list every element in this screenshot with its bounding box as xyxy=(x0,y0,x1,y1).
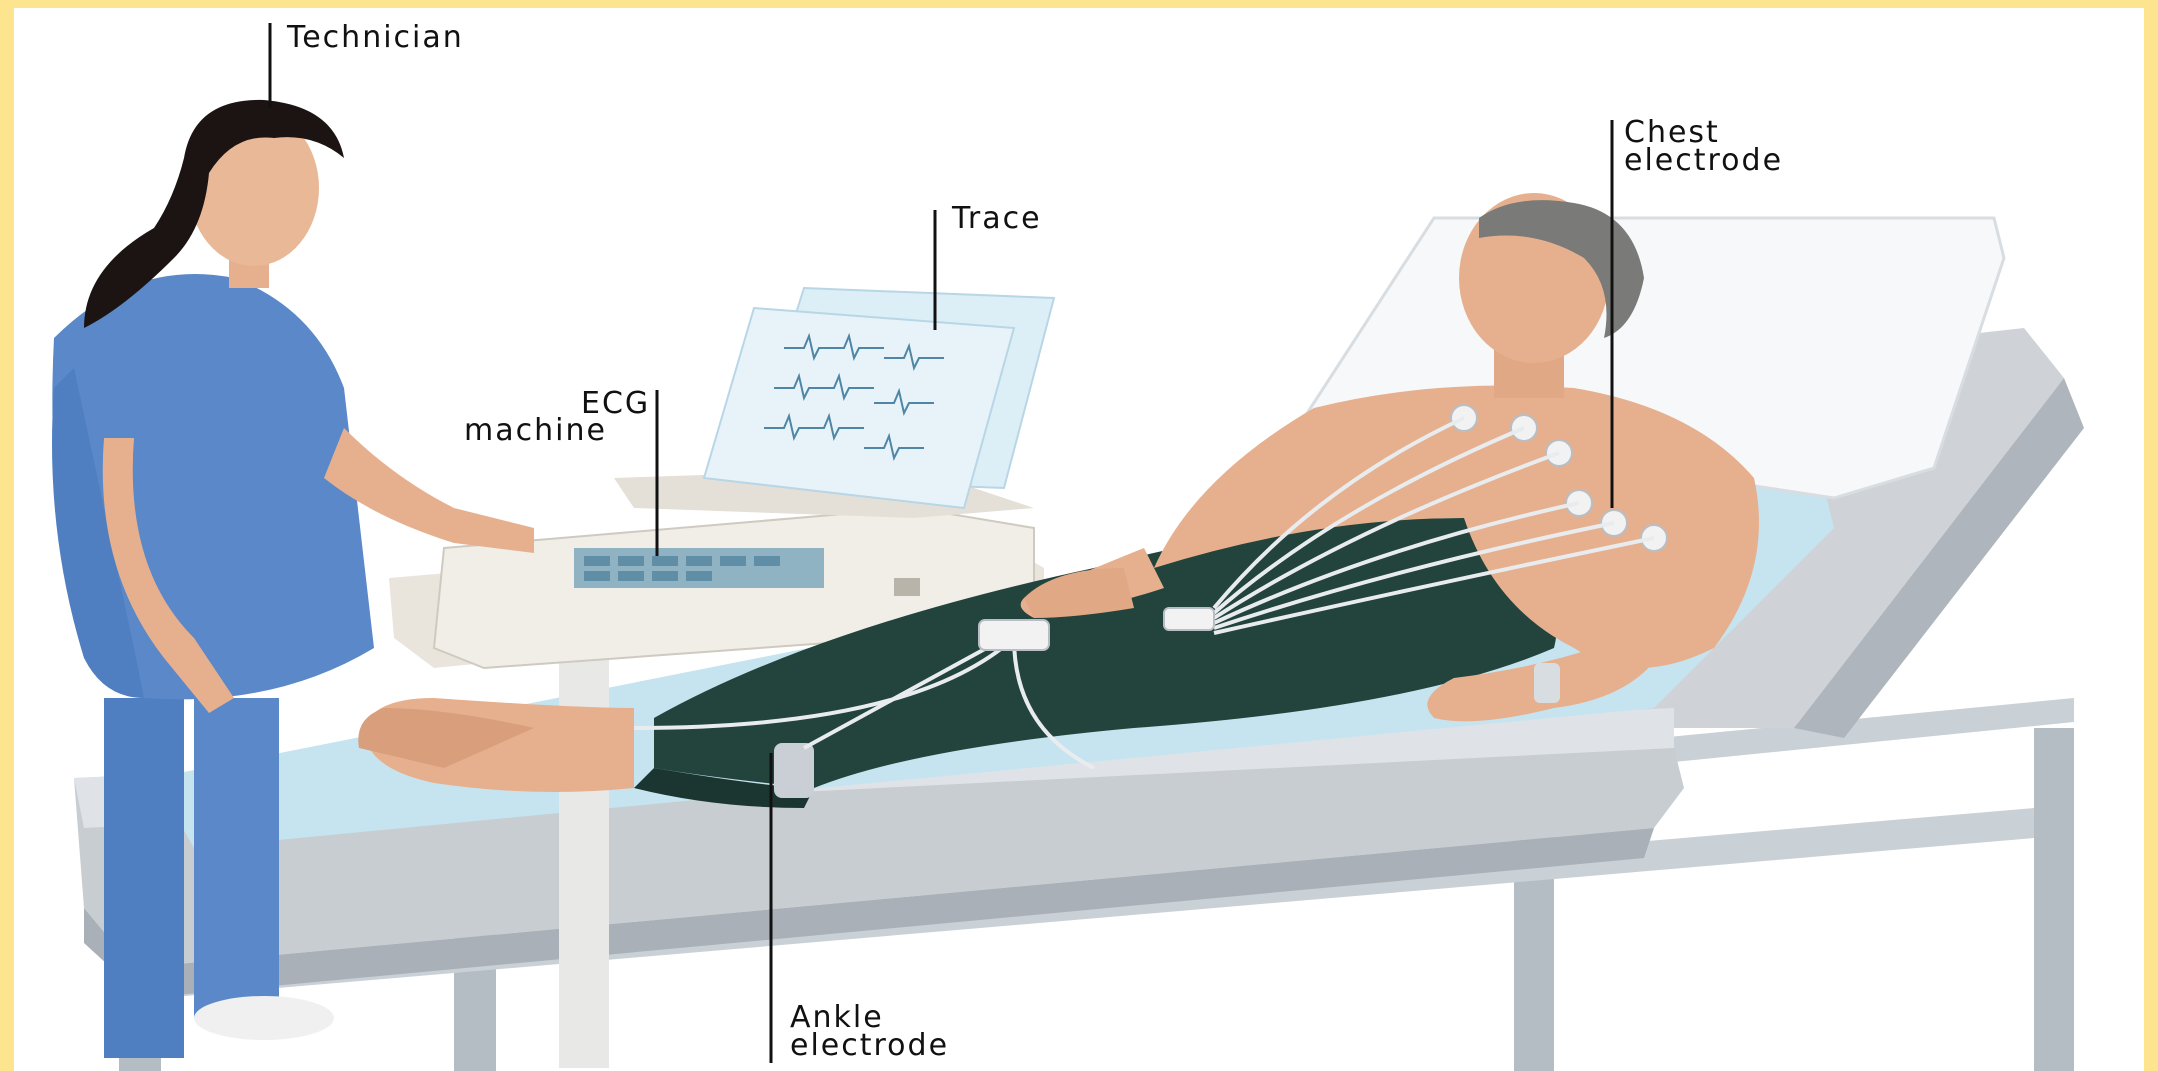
ecg-trace-paper xyxy=(704,288,1054,508)
ecg-machine-label-line2: machine xyxy=(464,416,607,446)
trace-label: Trace xyxy=(952,204,1042,234)
ecg-scene xyxy=(14,8,2144,1071)
chest-electrode-label-line2: electrode xyxy=(1624,146,1783,176)
technician-label: Technician xyxy=(287,23,464,53)
ecg-illustration: Technician Chest electrode Trace ECG mac… xyxy=(14,8,2144,1071)
ankle-electrode-label-line2: electrode xyxy=(790,1031,949,1061)
